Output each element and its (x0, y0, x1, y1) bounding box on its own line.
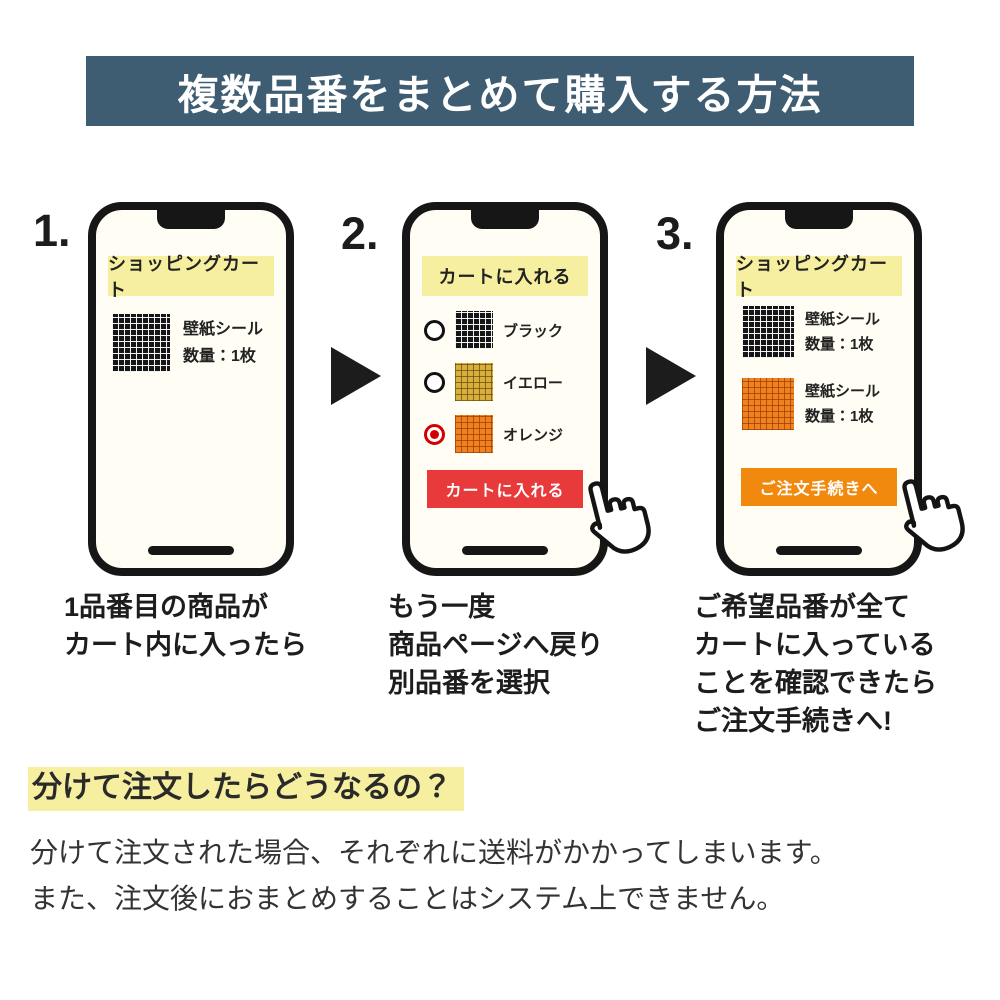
phone-notch (785, 209, 853, 229)
radio-selected-icon[interactable] (424, 423, 445, 445)
cart-item: 壁紙シール 数量：1枚 (742, 306, 880, 358)
step-2-number: 2. (341, 208, 379, 259)
phone-step-2: カートに入れる ブラック イエロー オレンジ カートに入れる (402, 202, 608, 576)
product-qty: 数量：1枚 (805, 336, 874, 353)
phone-home-bar (462, 546, 548, 555)
cart-item-text: 壁紙シール 数量：1枚 (805, 379, 880, 429)
caption-line: カートに入っている (694, 630, 936, 660)
add-to-cart-banner: カートに入れる (422, 256, 588, 296)
radio-unselected-icon[interactable] (424, 371, 445, 393)
arrow-right-icon (331, 347, 381, 405)
caption-line: 1品番目の商品が (64, 592, 269, 622)
phone-notch (471, 209, 539, 229)
cart-banner: ショッピングカート (108, 254, 274, 300)
arrow-right-icon (646, 347, 696, 405)
product-swatch-black-icon (455, 311, 493, 349)
product-swatch-black-icon (742, 306, 794, 358)
hand-cursor-icon (588, 481, 651, 554)
phone-step-1: ショッピングカート 壁紙シール 数量：1枚 (88, 202, 294, 576)
phone-home-bar (148, 546, 234, 555)
caption-line: もう一度 (388, 592, 496, 622)
phone-notch (157, 209, 225, 229)
phone-step-3: ショッピングカート 壁紙シール 数量：1枚 壁紙シール 数量：1枚 ご注文手続き… (716, 202, 922, 576)
cart-item: 壁紙シール 数量：1枚 (742, 378, 880, 430)
caption-line: ご希望品番が全て (694, 592, 910, 622)
caption-line: 商品ページへ戻り (388, 630, 604, 660)
caption-line: 別品番を選択 (388, 668, 550, 698)
step-3-number: 3. (656, 208, 694, 259)
checkout-button[interactable]: ご注文手続きへ (741, 468, 897, 506)
color-option-label: オレンジ (503, 426, 564, 444)
cart-banner: ショッピングカート (736, 254, 902, 300)
step-3-caption: ご希望品番が全て カートに入っている ことを確認できたら ご注文手続きへ! (694, 588, 937, 740)
color-option-label: ブラック (503, 322, 564, 340)
product-qty: 数量：1枚 (805, 408, 874, 425)
color-option-black[interactable]: ブラック (424, 310, 563, 350)
product-name: 壁紙シール (805, 383, 881, 400)
color-option-orange[interactable]: オレンジ (424, 414, 563, 454)
color-option-yellow[interactable]: イエロー (424, 362, 563, 402)
cart-item-text: 壁紙シール 数量：1枚 (183, 316, 263, 370)
product-name: 壁紙シール (183, 321, 264, 338)
footer-body-line: 分けて注文された場合、それぞれに送料がかかってしまいます。 (30, 837, 838, 868)
hand-cursor-icon (902, 479, 965, 552)
caption-line: カート内に入ったら (64, 630, 307, 660)
product-swatch-black-icon (112, 314, 170, 372)
add-to-cart-button[interactable]: カートに入れる (427, 470, 583, 508)
product-swatch-yellow-icon (455, 363, 493, 401)
step-2-caption: もう一度 商品ページへ戻り 別品番を選択 (388, 588, 603, 702)
caption-line: ことを確認できたら (694, 668, 937, 698)
page-title: 複数品番をまとめて購入する方法 (177, 72, 823, 118)
step-1-caption: 1品番目の商品が カート内に入ったら (64, 588, 307, 664)
page-title-banner: 複数品番をまとめて購入する方法 (86, 56, 914, 126)
product-name: 壁紙シール (805, 311, 881, 328)
product-swatch-orange-icon (742, 378, 794, 430)
product-qty: 数量：1枚 (183, 348, 256, 365)
cart-item-text: 壁紙シール 数量：1枚 (805, 307, 880, 357)
question-heading: 分けて注文したらどうなるの？ (28, 762, 464, 811)
cart-item: 壁紙シール 数量：1枚 (112, 314, 263, 372)
footer-body-line: また、注文後におまとめすることはシステム上できません。 (30, 883, 785, 914)
footer-body: 分けて注文された場合、それぞれに送料がかかってしまいます。 また、注文後におまと… (30, 830, 838, 922)
color-option-label: イエロー (503, 374, 563, 392)
radio-unselected-icon[interactable] (424, 319, 445, 341)
question-heading-text: 分けて注文したらどうなるの？ (28, 767, 464, 811)
step-1-number: 1. (33, 205, 71, 256)
product-swatch-orange-icon (455, 415, 493, 453)
caption-line: ご注文手続きへ! (694, 706, 892, 736)
phone-home-bar (776, 546, 862, 555)
